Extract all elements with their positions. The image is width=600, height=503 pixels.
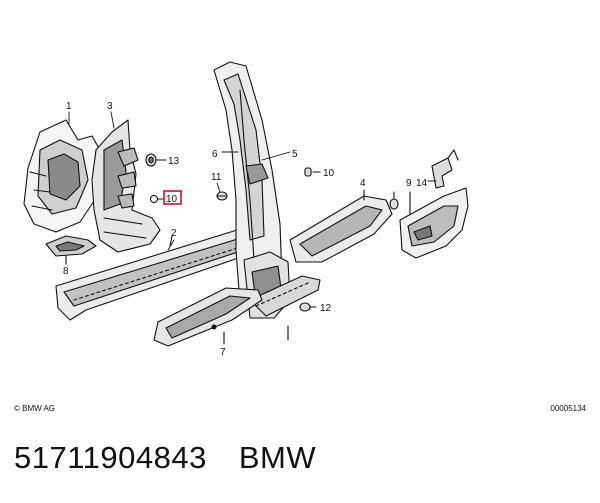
callout-5: 5 <box>292 149 298 160</box>
part-3-inner-pillar-panel <box>91 119 161 253</box>
callout-9: 9 <box>406 178 412 189</box>
part-number: 51711904843 <box>14 440 207 475</box>
part-2-sill-panel <box>55 225 263 321</box>
part-11-screw <box>216 191 228 201</box>
callout-1: 1 <box>66 101 72 112</box>
callout-3: 3 <box>107 101 113 112</box>
callout-14: 14 <box>416 178 428 189</box>
leader-lines <box>68 111 291 251</box>
callout-2: 2 <box>171 228 177 239</box>
callout-7: 7 <box>220 347 226 358</box>
callout-10-highlight-box <box>163 190 182 205</box>
part-caption: 51711904843 BMW <box>14 440 316 476</box>
callout-4: 4 <box>360 178 366 189</box>
part-1-wheel-arch-panel <box>23 119 101 233</box>
callout-8: 8 <box>63 266 69 277</box>
figure-number: 00005134 <box>550 404 586 413</box>
part-13-grommet <box>145 153 167 167</box>
callout-6: 6 <box>212 149 218 160</box>
callout-10-highlighted: 10 <box>166 194 178 205</box>
callout-11: 11 <box>211 172 222 183</box>
callout-10: 10 <box>323 168 335 179</box>
callout-13: 13 <box>168 156 180 167</box>
parts-diagram: 1 3 13 10 2 8 6 5 11 10 4 9 14 12 7 <box>23 61 469 358</box>
part-12-bolt <box>299 302 317 312</box>
brand-name: BMW <box>238 440 317 475</box>
part-4-inner-sill <box>249 189 393 317</box>
part-8-gasket <box>45 235 97 265</box>
part-7-reinforcement-plate <box>153 287 263 347</box>
copyright-text: © BMW AG <box>14 404 56 413</box>
part-9-rear-panel <box>389 187 469 259</box>
callout-12: 12 <box>320 303 332 314</box>
part-10-clip-left <box>149 194 165 204</box>
part-14-bracket <box>427 149 459 189</box>
part-10-plug-right <box>304 167 321 177</box>
